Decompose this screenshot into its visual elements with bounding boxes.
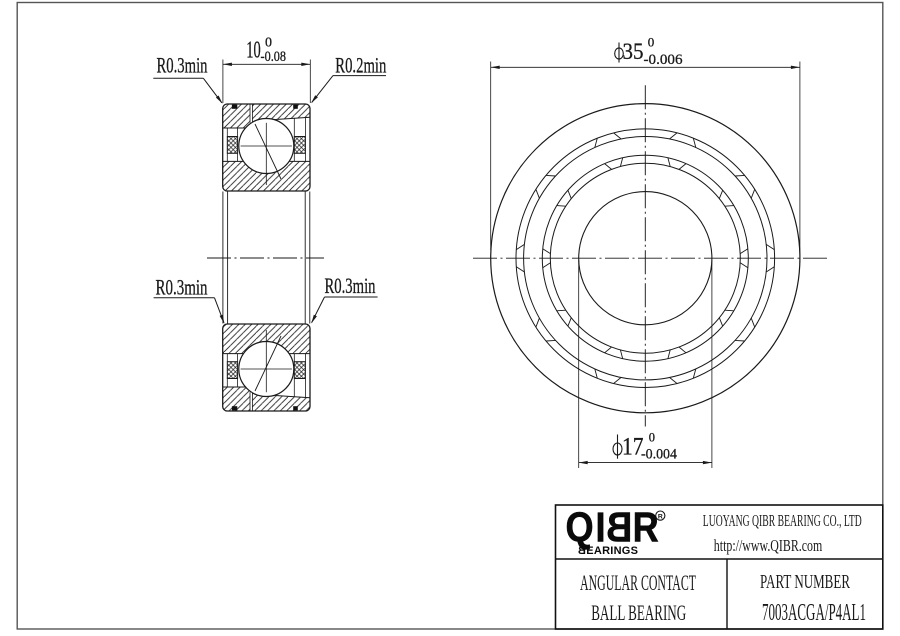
svg-text:I: I — [596, 505, 606, 551]
svg-text:Q: Q — [565, 505, 593, 551]
svg-text:http://www.QIBR.com: http://www.QIBR.com — [714, 536, 823, 555]
svg-text:-0.08: -0.08 — [261, 49, 287, 65]
svg-text:R: R — [658, 514, 663, 521]
svg-text:7003ACGA/P4AL1: 7003ACGA/P4AL1 — [762, 600, 866, 626]
svg-text:LUOYANG QIBR BEARING CO., LTD: LUOYANG QIBR BEARING CO., LTD — [703, 511, 862, 530]
svg-text:10: 10 — [246, 38, 260, 64]
svg-text:R: R — [633, 505, 659, 551]
svg-text:-0.004: -0.004 — [641, 446, 677, 462]
svg-text:B: B — [606, 505, 632, 551]
svg-text:BALL BEARING: BALL BEARING — [591, 600, 686, 625]
svg-text:-0.006: -0.006 — [644, 52, 683, 68]
svg-text:0: 0 — [649, 430, 655, 444]
svg-text:PART NUMBER: PART NUMBER — [760, 571, 850, 593]
svg-text:0: 0 — [265, 36, 272, 51]
svg-text:ANGULAR CONTACT: ANGULAR CONTACT — [580, 570, 696, 595]
svg-text:EARINGS: EARINGS — [586, 545, 638, 557]
svg-text:B: B — [578, 545, 586, 557]
svg-text:R0.3min: R0.3min — [156, 274, 208, 299]
svg-text:R0.3min: R0.3min — [157, 53, 208, 78]
svg-text:0: 0 — [648, 35, 655, 50]
svg-text:R0.2min: R0.2min — [335, 53, 386, 78]
svg-text:35: 35 — [623, 39, 644, 64]
svg-text:17: 17 — [622, 433, 644, 460]
svg-text:R0.3min: R0.3min — [325, 273, 376, 298]
